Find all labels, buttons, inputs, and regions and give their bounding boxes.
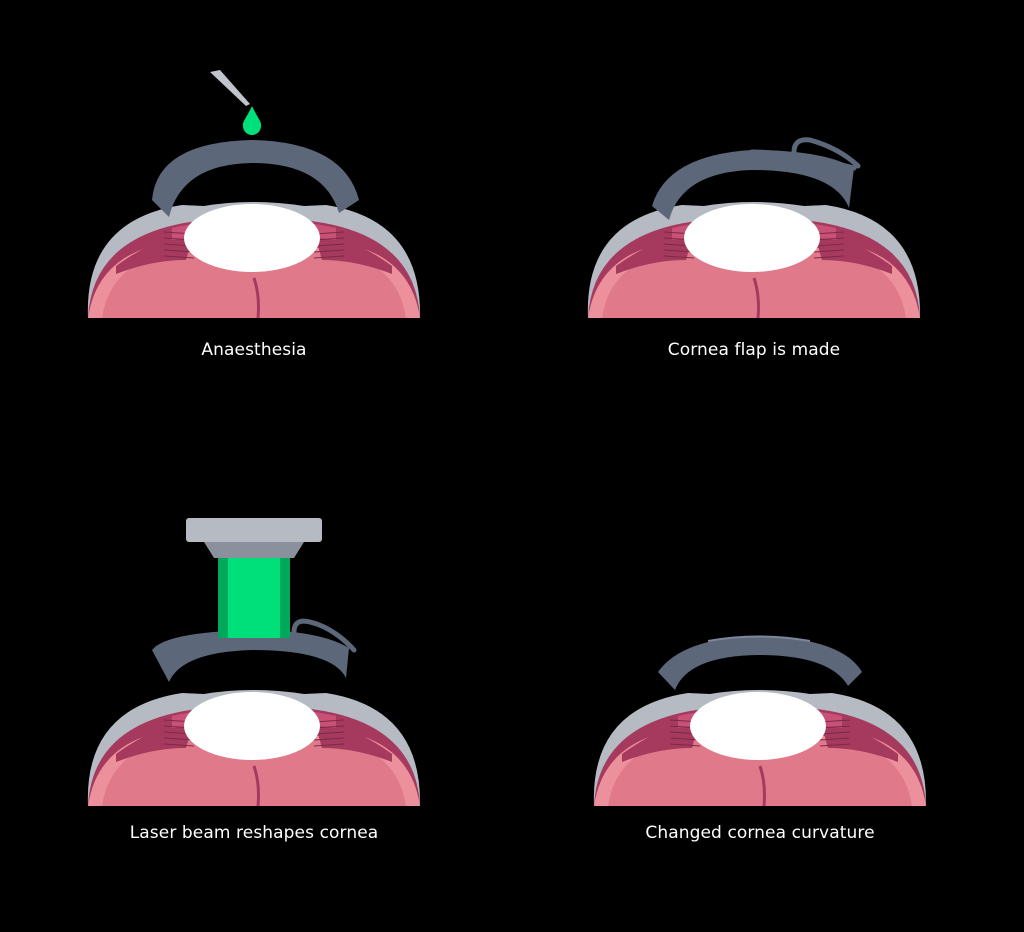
zonule-fiber bbox=[313, 243, 345, 247]
vitreous-divider bbox=[758, 765, 766, 807]
ciliary-body-right bbox=[314, 232, 392, 274]
zonule-fiber bbox=[163, 255, 195, 259]
zonule-fiber bbox=[663, 255, 695, 259]
cornea-reshaped bbox=[658, 636, 862, 690]
zonule-fiber bbox=[313, 255, 345, 259]
zonule-fiber bbox=[313, 737, 345, 741]
cornea bbox=[152, 140, 359, 217]
cornea-flap bbox=[749, 137, 861, 171]
zonule-fiber bbox=[669, 737, 701, 741]
vitreous-divider bbox=[752, 277, 760, 319]
anaesthetic-drop-icon bbox=[242, 106, 262, 135]
caption-changed-curvature: Changed cornea curvature bbox=[645, 823, 875, 843]
cornea-flap bbox=[291, 618, 357, 653]
laser-device-nozzle bbox=[204, 542, 304, 558]
cornea-flap-line bbox=[707, 635, 811, 642]
zonule-fiber bbox=[819, 743, 851, 747]
step-cornea-flap: Cornea flap is made bbox=[554, 60, 954, 440]
cornea bbox=[652, 150, 854, 220]
vitreous-divider bbox=[252, 277, 260, 319]
zonule-fiber bbox=[313, 743, 345, 747]
eye-diagram-cornea-flap bbox=[587, 137, 921, 319]
laser-device-head bbox=[186, 518, 322, 542]
zonule-fiber bbox=[819, 731, 851, 735]
ciliary-body-right bbox=[314, 720, 392, 762]
caption-anaesthesia: Anaesthesia bbox=[201, 340, 307, 360]
zonule-fiber bbox=[663, 249, 695, 253]
dropper-tip-icon bbox=[210, 70, 250, 106]
ciliary-body-left bbox=[116, 232, 194, 274]
ciliary-body-left bbox=[616, 232, 694, 274]
zonule-fiber bbox=[813, 255, 845, 259]
eye-diagram-anaesthesia bbox=[87, 70, 421, 319]
ciliary-body-left bbox=[622, 720, 700, 762]
laser-beam-edge bbox=[280, 558, 290, 638]
zonule-fiber bbox=[813, 249, 845, 253]
ciliary-body-right bbox=[814, 232, 892, 274]
laser-beam bbox=[218, 558, 290, 638]
zonule-fiber bbox=[163, 249, 195, 253]
zonule-fiber bbox=[819, 737, 851, 741]
eye-diagram-laser bbox=[87, 518, 421, 807]
lens bbox=[184, 204, 320, 272]
caption-laser-reshape: Laser beam reshapes cornea bbox=[129, 823, 379, 843]
cornea bbox=[152, 630, 349, 682]
lens bbox=[184, 692, 320, 760]
step-changed-curvature: Changed cornea curvature bbox=[560, 510, 960, 890]
zonule-fiber bbox=[163, 737, 195, 741]
zonule-fiber bbox=[669, 743, 701, 747]
vitreous-divider bbox=[252, 765, 260, 807]
laser-beam-edge bbox=[218, 558, 228, 638]
zonule-fiber bbox=[163, 743, 195, 747]
zonule-fiber bbox=[313, 249, 345, 253]
ciliary-body-left bbox=[116, 720, 194, 762]
step-anaesthesia: Anaesthesia bbox=[54, 60, 454, 440]
zonule-fiber bbox=[813, 243, 845, 247]
step-laser-reshape: Laser beam reshapes cornea bbox=[54, 510, 454, 890]
caption-cornea-flap: Cornea flap is made bbox=[667, 340, 841, 360]
lens bbox=[690, 692, 826, 760]
ciliary-body-right bbox=[820, 720, 898, 762]
zonule-fiber bbox=[313, 731, 345, 735]
lens bbox=[684, 204, 820, 272]
eye-diagram-changed-curvature bbox=[593, 635, 927, 807]
